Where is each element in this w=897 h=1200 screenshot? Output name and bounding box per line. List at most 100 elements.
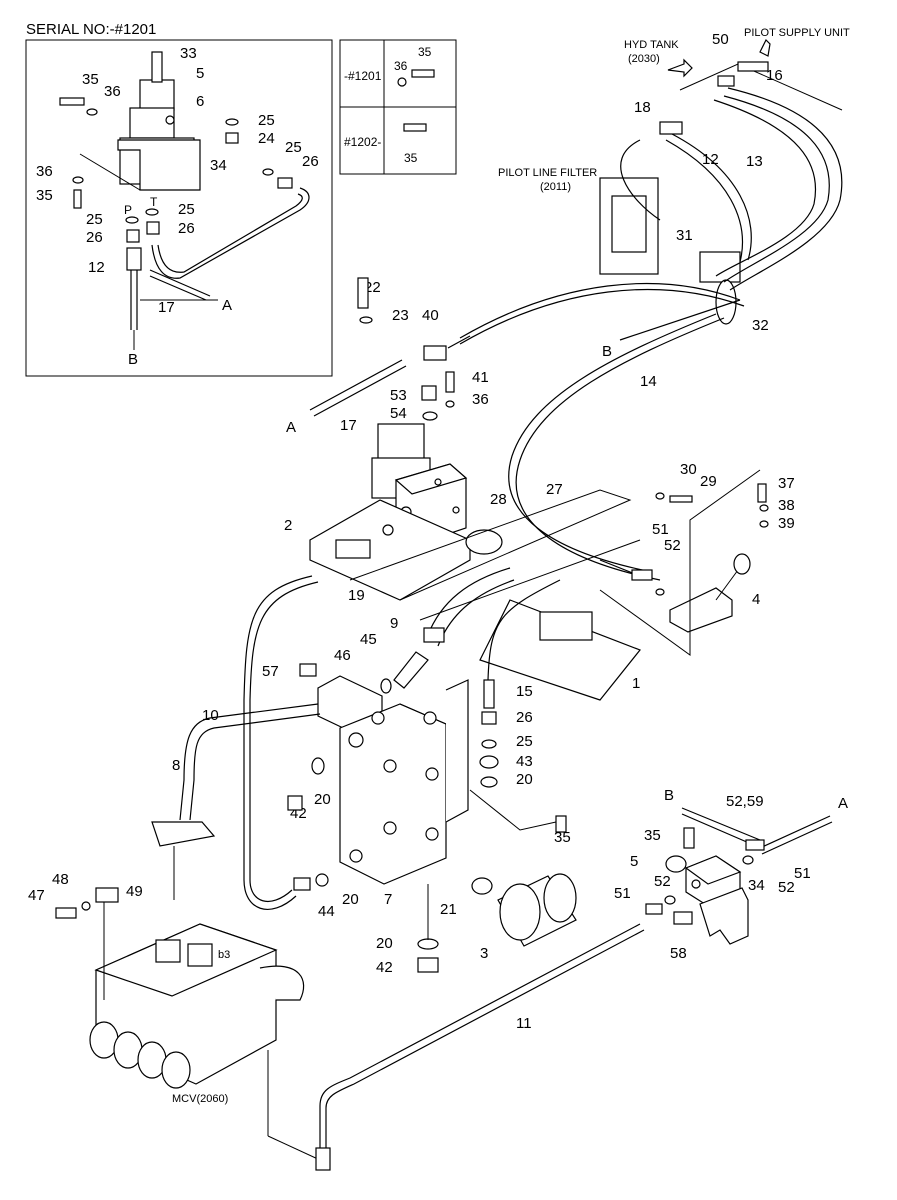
inset-hose-17b xyxy=(157,193,303,273)
callout-41: 41 xyxy=(472,369,489,386)
callout-30: 30 xyxy=(680,461,697,478)
bracket-1-plate xyxy=(539,611,593,641)
callout-4: 4 xyxy=(752,591,760,608)
frame-line-b xyxy=(419,539,641,621)
hose-17-end-b xyxy=(313,365,407,417)
callout-20-lower: 20 xyxy=(342,891,359,908)
hose-17-main-a xyxy=(459,283,741,339)
washer-36-center xyxy=(445,400,455,408)
oring-46 xyxy=(380,678,392,694)
callout-25-center: 25 xyxy=(516,733,533,750)
hose-a-bottom-a xyxy=(759,815,831,849)
callout-45: 45 xyxy=(360,631,377,648)
callout-27: 27 xyxy=(546,481,563,498)
callout-7: 7 xyxy=(384,891,392,908)
washer-38 xyxy=(759,504,769,512)
callout-31: 31 xyxy=(676,227,693,244)
callout-28: 28 xyxy=(490,491,507,508)
callout-15: 15 xyxy=(516,683,533,700)
callout-20-right: 20 xyxy=(516,771,533,788)
callout-25-inset-b: 25 xyxy=(285,139,302,156)
oring-52-bottom-right xyxy=(742,855,754,865)
callout-17-inset: 17 xyxy=(158,299,175,316)
leader-35-center xyxy=(469,789,557,831)
callout-34-inset: 34 xyxy=(210,157,227,174)
inset-oring-25b xyxy=(262,168,274,176)
callout-51-bottom-right: 51 xyxy=(794,865,811,882)
callout-46: 46 xyxy=(334,647,351,664)
hose-end-16 xyxy=(737,61,769,72)
oring-25-center xyxy=(481,739,497,749)
callout-34-bottom: 34 xyxy=(748,877,765,894)
inset-oring-25c xyxy=(125,216,139,224)
tee-fitting-50 xyxy=(717,75,735,87)
callout-pilot-filter-ref: (2011) xyxy=(540,181,571,193)
callout-17: 17 xyxy=(340,417,357,434)
callout-36-inset-a: 36 xyxy=(104,83,121,100)
fitting-51-right xyxy=(631,569,653,581)
oring-52-right xyxy=(655,588,665,596)
inset-fitting-26b xyxy=(126,229,140,243)
plug-42-upper xyxy=(287,795,303,811)
callout-10: 10 xyxy=(202,707,219,724)
hose-14-b xyxy=(508,313,717,573)
callout-hyd-tank-ref: (2030) xyxy=(628,53,660,65)
hose-11-a xyxy=(319,923,641,1166)
pilot-line-filter-element xyxy=(611,195,647,253)
callout-29: 29 xyxy=(700,473,717,490)
callout-26-center: 26 xyxy=(516,709,533,726)
hose-10-end-b xyxy=(249,879,293,902)
callout-25-inset-d: 25 xyxy=(86,211,103,228)
callout-hyd-tank: HYD TANK xyxy=(624,39,679,51)
callout-44: 44 xyxy=(318,903,335,920)
hose-15 xyxy=(487,579,561,681)
callout-52-bottom-right: 52 xyxy=(778,879,795,896)
hose-b-top xyxy=(619,299,741,341)
inset-washer-36 xyxy=(86,108,98,116)
hose-a-bottom-b xyxy=(761,821,833,855)
callout-mcv: MCV(2060) xyxy=(172,1093,228,1105)
callout-5-inset: 5 xyxy=(196,65,204,82)
callout-1: 1 xyxy=(632,675,640,692)
serial-number-header: SERIAL NO:-#1201 xyxy=(26,21,156,38)
bracket-1 xyxy=(479,599,641,701)
callout-35-inset-b: 35 xyxy=(36,187,53,204)
callout-54: 54 xyxy=(390,405,407,422)
inset-detail-frame xyxy=(25,39,333,377)
oring-54 xyxy=(422,411,438,421)
pipe-8-b xyxy=(189,713,321,821)
table-bolt-35a xyxy=(411,69,435,78)
callout-13: 13 xyxy=(746,153,763,170)
callout-51-bottom-left: 51 xyxy=(614,885,631,902)
nut-57 xyxy=(299,663,317,677)
hose-b-bottom-a xyxy=(681,807,761,841)
callout-26-inset-a: 26 xyxy=(302,153,319,170)
callout-35-center: 35 xyxy=(554,829,571,846)
callout-18: 18 xyxy=(634,99,651,116)
callout-35-inset-a: 35 xyxy=(82,71,99,88)
callout-16: 16 xyxy=(766,67,783,84)
callout-24-inset: 24 xyxy=(258,130,275,147)
oring-21-lower xyxy=(471,877,493,895)
callout-37: 37 xyxy=(778,475,795,492)
callout-3: 3 xyxy=(480,945,488,962)
callout-40: 40 xyxy=(422,307,439,324)
callout-33-inset: 33 xyxy=(180,45,197,62)
hose-12-top-b xyxy=(665,139,744,263)
inset-washer-36b xyxy=(72,176,84,184)
inset-oring-25 xyxy=(225,118,239,126)
oring-48 xyxy=(81,901,91,911)
callout-25-inset-a: 25 xyxy=(258,112,275,129)
washer-39 xyxy=(759,520,769,528)
fitting-26-center xyxy=(481,711,497,725)
callout-19: 19 xyxy=(348,587,365,604)
inset-fitting-26 xyxy=(277,177,293,189)
callout-35-table-b: 35 xyxy=(404,151,418,165)
callout-23: 23 xyxy=(392,307,409,324)
callout-8: 8 xyxy=(172,757,180,774)
mcv-assembly xyxy=(89,923,305,1089)
inset-bracket-edge xyxy=(79,153,141,191)
flange-28 xyxy=(465,529,503,555)
hose-17-main-b xyxy=(459,289,745,345)
callout-51-right: 51 xyxy=(652,521,669,538)
